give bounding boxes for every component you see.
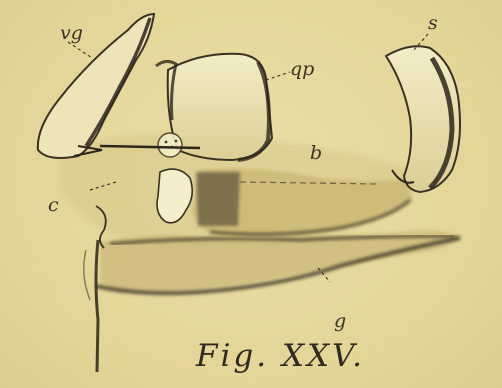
joint-knob — [158, 133, 182, 157]
label-s: s — [428, 14, 438, 33]
joint-dot — [175, 140, 178, 143]
leader-qp — [266, 72, 290, 80]
label-qp: qp — [290, 60, 314, 79]
element-qp — [168, 54, 272, 160]
joint-dot — [165, 141, 168, 144]
leader-vg — [68, 42, 92, 58]
stalk-detail — [84, 250, 90, 300]
figure-caption: Fig. XXV. — [196, 338, 365, 374]
label-c: c — [48, 196, 59, 215]
stalk-line — [96, 240, 98, 372]
central-dark-block — [196, 172, 240, 226]
label-vg: vg — [60, 24, 83, 43]
label-b: b — [310, 144, 322, 163]
label-g: g — [334, 312, 346, 331]
